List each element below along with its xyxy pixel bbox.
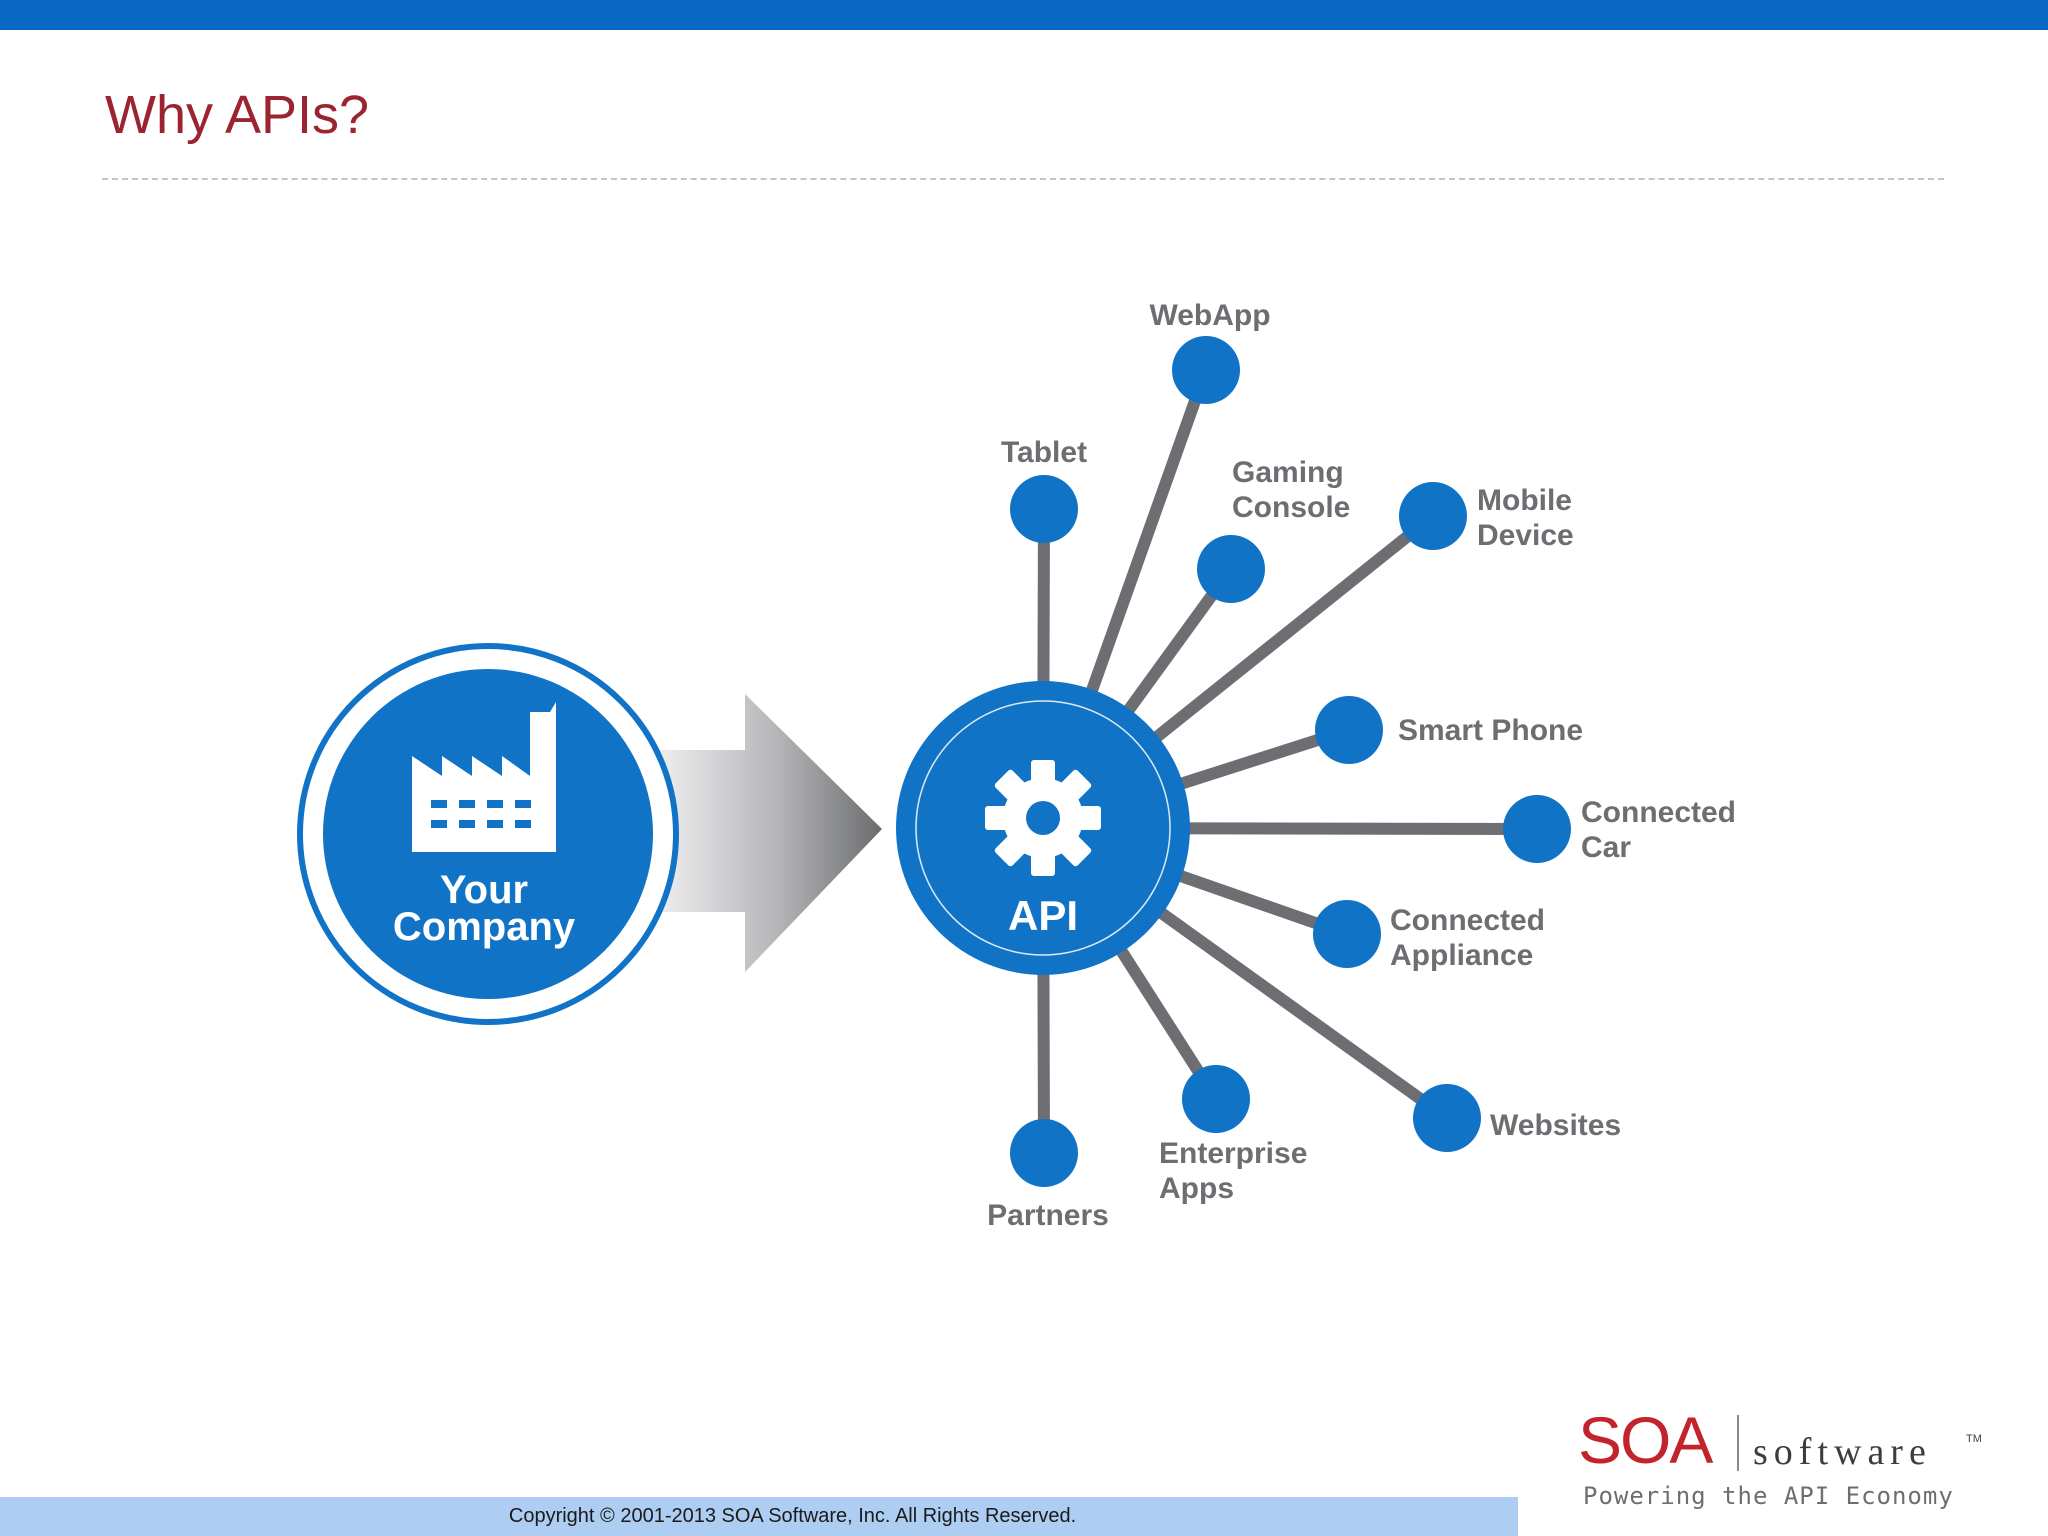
slide-title: Why APIs? [105, 85, 370, 145]
endpoint-label-connected-car-line1: Connected [1581, 796, 1736, 829]
api-hub-label: API [1008, 892, 1078, 939]
endpoint-node-connected-car [1503, 795, 1571, 863]
company-label-line1: Your [440, 868, 528, 912]
company-node: Your Company [297, 643, 679, 1025]
endpoint-node-partners [1010, 1119, 1078, 1187]
footer-bar [0, 1497, 1518, 1536]
endpoint-label-webapp: WebApp [1149, 299, 1270, 332]
logo-trademark: TM [1966, 1433, 1982, 1445]
endpoint-label-mobile-device-line1: Mobile [1477, 484, 1572, 517]
logo-mark: SOA [1578, 1403, 1713, 1477]
endpoint-node-smart-phone [1315, 696, 1383, 764]
endpoint-label-connected-appliance-line1: Connected [1390, 904, 1545, 937]
endpoint-node-webapp [1172, 336, 1240, 404]
endpoint-label-partners: Partners [987, 1199, 1109, 1232]
gear-icon [985, 760, 1101, 876]
endpoint-label-connected-appliance-line2: Appliance [1390, 939, 1533, 972]
endpoint-label-mobile-device-line2: Device [1477, 519, 1574, 552]
logo-wordmark: software [1753, 1431, 1932, 1473]
api-hub-node: API [896, 681, 1190, 975]
title-divider [102, 178, 1944, 180]
endpoint-node-websites [1413, 1084, 1481, 1152]
endpoint-label-enterprise-apps-line1: Enterprise [1159, 1137, 1307, 1170]
soa-software-logo: SOA software TM Powering the API Economy [1578, 1405, 1998, 1515]
endpoint-node-mobile-device [1399, 482, 1467, 550]
endpoint-node-gaming-console [1197, 535, 1265, 603]
company-label-line2: Company [393, 905, 576, 949]
right-arrow-icon [655, 694, 882, 972]
factory-icon [412, 702, 556, 852]
endpoint-label-smart-phone: Smart Phone [1398, 714, 1583, 747]
copyright-text: Copyright © 2001-2013 SOA Software, Inc.… [508, 1505, 1077, 1527]
top-accent-bar [0, 0, 2048, 30]
endpoint-label-websites: Websites [1490, 1109, 1621, 1142]
endpoint-label-tablet: Tablet [1001, 436, 1087, 469]
endpoint-node-tablet [1010, 475, 1078, 543]
logo-divider [1737, 1415, 1739, 1471]
endpoint-node-enterprise-apps [1182, 1065, 1250, 1133]
logo-tagline: Powering the API Economy [1583, 1482, 1954, 1510]
endpoint-node-connected-appliance [1313, 900, 1381, 968]
endpoint-label-enterprise-apps-line2: Apps [1159, 1172, 1234, 1205]
endpoint-label-gaming-console-line2: Console [1232, 491, 1350, 524]
endpoint-label-connected-car-line2: Car [1581, 831, 1631, 864]
endpoint-label-gaming-console-line1: Gaming [1232, 456, 1344, 489]
